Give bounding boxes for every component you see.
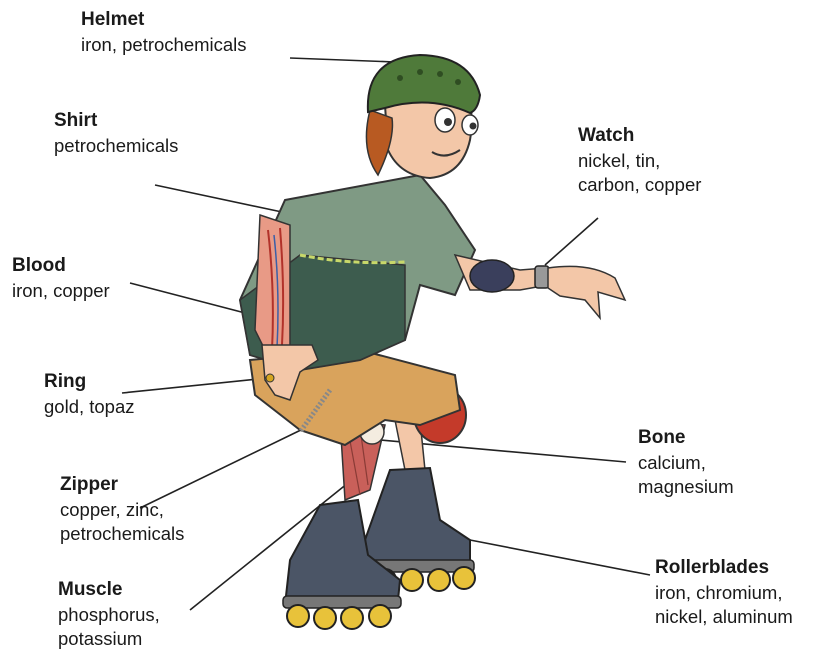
watch-title: Watch [578, 124, 701, 149]
blood-label: Blood iron, copper [12, 254, 110, 303]
right-hand [548, 266, 625, 318]
muscle-materials: phosphorus, potassium [58, 603, 160, 651]
blood-title: Blood [12, 254, 110, 279]
zipper-materials: copper, zinc, petrochemicals [60, 498, 184, 546]
bone-materials: calcium, magnesium [638, 451, 734, 499]
zipper-label: Zipper copper, zinc, petrochemicals [60, 473, 184, 546]
ring-label: Ring gold, topaz [44, 370, 135, 419]
ring-leader [122, 378, 268, 393]
shirt-label: Shirt petrochemicals [54, 109, 178, 158]
rollerblades-title: Rollerblades [655, 556, 793, 581]
muscle-title: Muscle [58, 578, 160, 603]
right-arm [455, 255, 625, 318]
rollerblades-materials: iron, chromium, nickel, aluminum [655, 581, 793, 629]
helmet-leader [290, 58, 395, 62]
head [366, 55, 480, 178]
blood-materials: iron, copper [12, 279, 110, 303]
shirt-materials: petrochemicals [54, 134, 178, 158]
bone-label: Bone calcium, magnesium [638, 426, 734, 499]
watch-label: Watch nickel, tin, carbon, copper [578, 124, 701, 197]
watch [535, 266, 549, 288]
helmet-label: Helmet iron, petrochemicals [81, 8, 247, 57]
rollerblades-label: Rollerblades iron, chromium, nickel, alu… [655, 556, 793, 629]
muscle-label: Muscle phosphorus, potassium [58, 578, 160, 651]
bone-title: Bone [638, 426, 734, 451]
watch-materials: nickel, tin, carbon, copper [578, 149, 701, 197]
helmet-materials: iron, petrochemicals [81, 33, 247, 57]
rollerblades-leader [470, 540, 650, 575]
watch-leader [545, 218, 598, 265]
helmet-title: Helmet [81, 8, 247, 33]
ring [266, 374, 274, 382]
zipper-title: Zipper [60, 473, 184, 498]
ring-materials: gold, topaz [44, 395, 135, 419]
ring-title: Ring [44, 370, 135, 395]
shirt-title: Shirt [54, 109, 178, 134]
shirt-leader [155, 185, 282, 212]
